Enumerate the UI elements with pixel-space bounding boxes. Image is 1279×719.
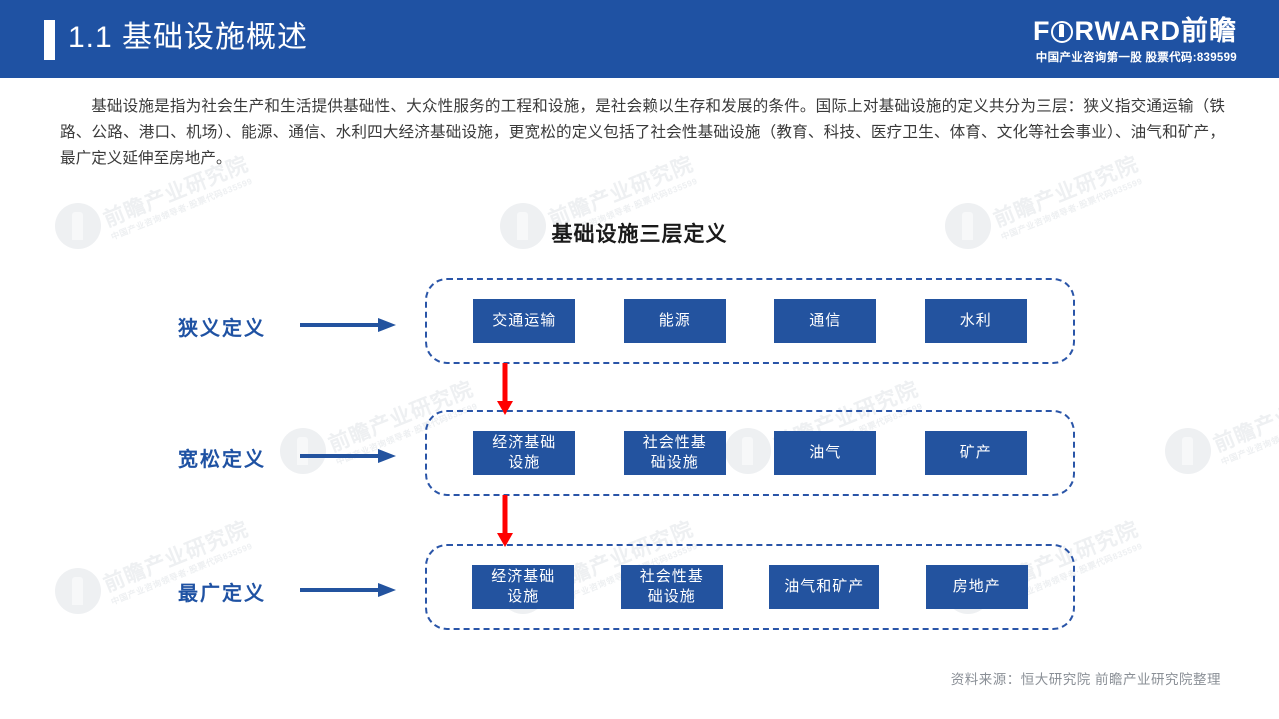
row-label-narrow: 狭义定义 <box>178 318 266 340</box>
node-broadest-3[interactable]: 房地产 <box>925 565 1028 609</box>
row-label-loose: 宽松定义 <box>178 449 266 471</box>
forward-o-icon <box>1051 21 1074 43</box>
down-arrow-icon-1 <box>497 363 513 415</box>
node-broadest-1[interactable]: 社会性基 础设施 <box>620 565 723 609</box>
node-loose-3[interactable]: 矿产 <box>924 431 1027 475</box>
source-note: 资料来源：恒大研究院 前瞻产业研究院整理 <box>950 672 1221 687</box>
node-loose-0[interactable]: 经济基础 设施 <box>473 431 576 475</box>
down-arrow-icon-2 <box>497 495 513 547</box>
page-title: 1.1 基础设施概述 <box>68 21 309 54</box>
page-header: 1.1 基础设施概述 F RWARD前瞻 中国产业咨询第一股 股票代码:83959… <box>0 0 1279 78</box>
layer-group-narrow: 交通运输 能源 通信 水利 <box>425 278 1075 364</box>
node-loose-2[interactable]: 油气 <box>774 431 877 475</box>
node-narrow-1[interactable]: 能源 <box>623 299 726 343</box>
diagram-title: 基础设施三层定义 <box>551 223 728 246</box>
node-narrow-2[interactable]: 通信 <box>774 299 877 343</box>
brand-logo-wordmark: F RWARD前瞻 <box>1033 16 1237 46</box>
brand-latin-pre: F <box>1032 16 1051 46</box>
brand-logo-subtitle: 中国产业咨询第一股 股票代码:839599 <box>1035 52 1237 64</box>
intro-paragraph: 基础设施是指为社会生产和生活提供基础性、大众性服务的工程和设施，是社会赖以生存和… <box>60 98 1225 167</box>
node-narrow-3[interactable]: 水利 <box>924 299 1027 343</box>
layer-group-broadest: 经济基础 设施 社会性基 础设施 油气和矿产 房地产 <box>425 544 1075 630</box>
brand-chinese: 前瞻 <box>1181 16 1237 46</box>
layer-group-loose: 经济基础 设施 社会性基 础设施 油气 矿产 <box>425 410 1075 496</box>
row-arrow-icon-narrow <box>300 318 396 332</box>
row-arrow-icon-broadest <box>300 583 396 597</box>
brand-latin-post: RWARD <box>1074 16 1181 46</box>
node-loose-1[interactable]: 社会性基 础设施 <box>623 431 726 475</box>
node-broadest-2[interactable]: 油气和矿产 <box>769 565 880 609</box>
header-accent-bar <box>44 20 55 60</box>
node-broadest-0[interactable]: 经济基础 设施 <box>472 565 575 609</box>
node-narrow-0[interactable]: 交通运输 <box>473 299 576 343</box>
brand-logo: F RWARD前瞻 中国产业咨询第一股 股票代码:839599 <box>1033 16 1237 65</box>
row-label-broadest: 最广定义 <box>178 583 266 605</box>
row-arrow-icon-loose <box>300 449 396 463</box>
